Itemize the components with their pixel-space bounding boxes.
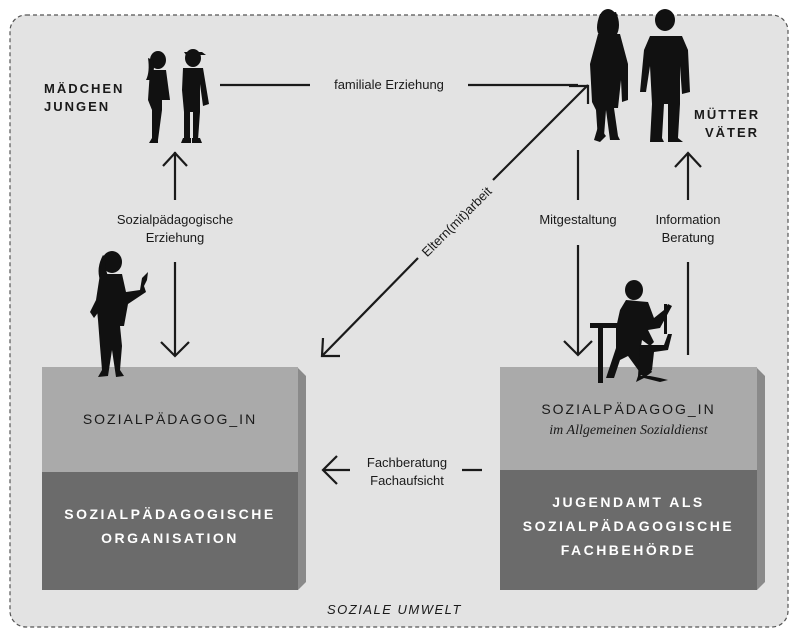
codesign-arrowhead-down [563,340,593,357]
boy-silhouette-icon [181,49,209,143]
parent-work-arrow-shaft-upper [492,84,589,181]
counselling-label: Beratung [661,230,715,245]
left-box-org-line2: ORGANISATION [101,530,239,546]
parents-label-fathers: VÄTER [705,125,760,140]
parent-work-arrowhead-up [569,84,590,104]
left-box-org-line1: SOZIALPÄDAGOGISCHE [64,506,276,522]
environment-label: SOZIALE UMWELT [327,602,462,617]
social-ed-arrowhead-down [160,341,190,358]
left-box-org: SOZIALPÄDAGOGISCHE ORGANISATION [42,502,298,550]
supervision-label-line2: Fachaufsicht [370,473,444,488]
right-box-org: JUGENDAMT ALS SOZIALPÄDAGOGISCHE FACHBEH… [500,490,757,562]
mother-silhouette-icon [590,9,628,142]
supervision-arrowhead-left [321,455,338,485]
social-education-label-line2: Erziehung [145,230,205,245]
right-box-org-line2: SOZIALPÄDAGOGISCHE [522,518,735,534]
right-box-title: SOZIALPÄDAGOG_IN [541,401,716,417]
right-organisation-box [500,367,765,590]
info-arrowhead-up [674,151,702,168]
girl-silhouette-icon [146,51,170,143]
parent-work-arrowhead-down [320,337,340,358]
codesign-label: Mitgestaltung [539,212,617,227]
social-worker-desk-icon [590,280,672,383]
father-silhouette-icon [640,9,690,142]
parents-label-mothers: MÜTTER [694,107,761,122]
parent-work-arrow-shaft-lower [322,257,419,356]
supervision-label-line1: Fachberatung [366,455,448,470]
right-box-org-line1: JUGENDAMT ALS [552,494,705,510]
social-ed-arrowhead-up [162,151,188,167]
family-education-label: familiale Erziehung [334,77,444,92]
social-worker-standing-icon [90,251,148,377]
right-box-org-line3: FACHBEHÖRDE [560,542,697,558]
right-box-subtitle: im Allgemeinen Sozialdienst [549,423,708,438]
information-label: Information [655,212,721,227]
left-organisation-box [42,367,306,590]
social-education-label-line1: Sozialpädagogische [116,212,234,227]
children-label-boys: JUNGEN [44,99,111,114]
children-label-girls: MÄDCHEN [44,81,125,96]
left-box-title: SOZIALPÄDAGOG_IN [82,411,258,427]
